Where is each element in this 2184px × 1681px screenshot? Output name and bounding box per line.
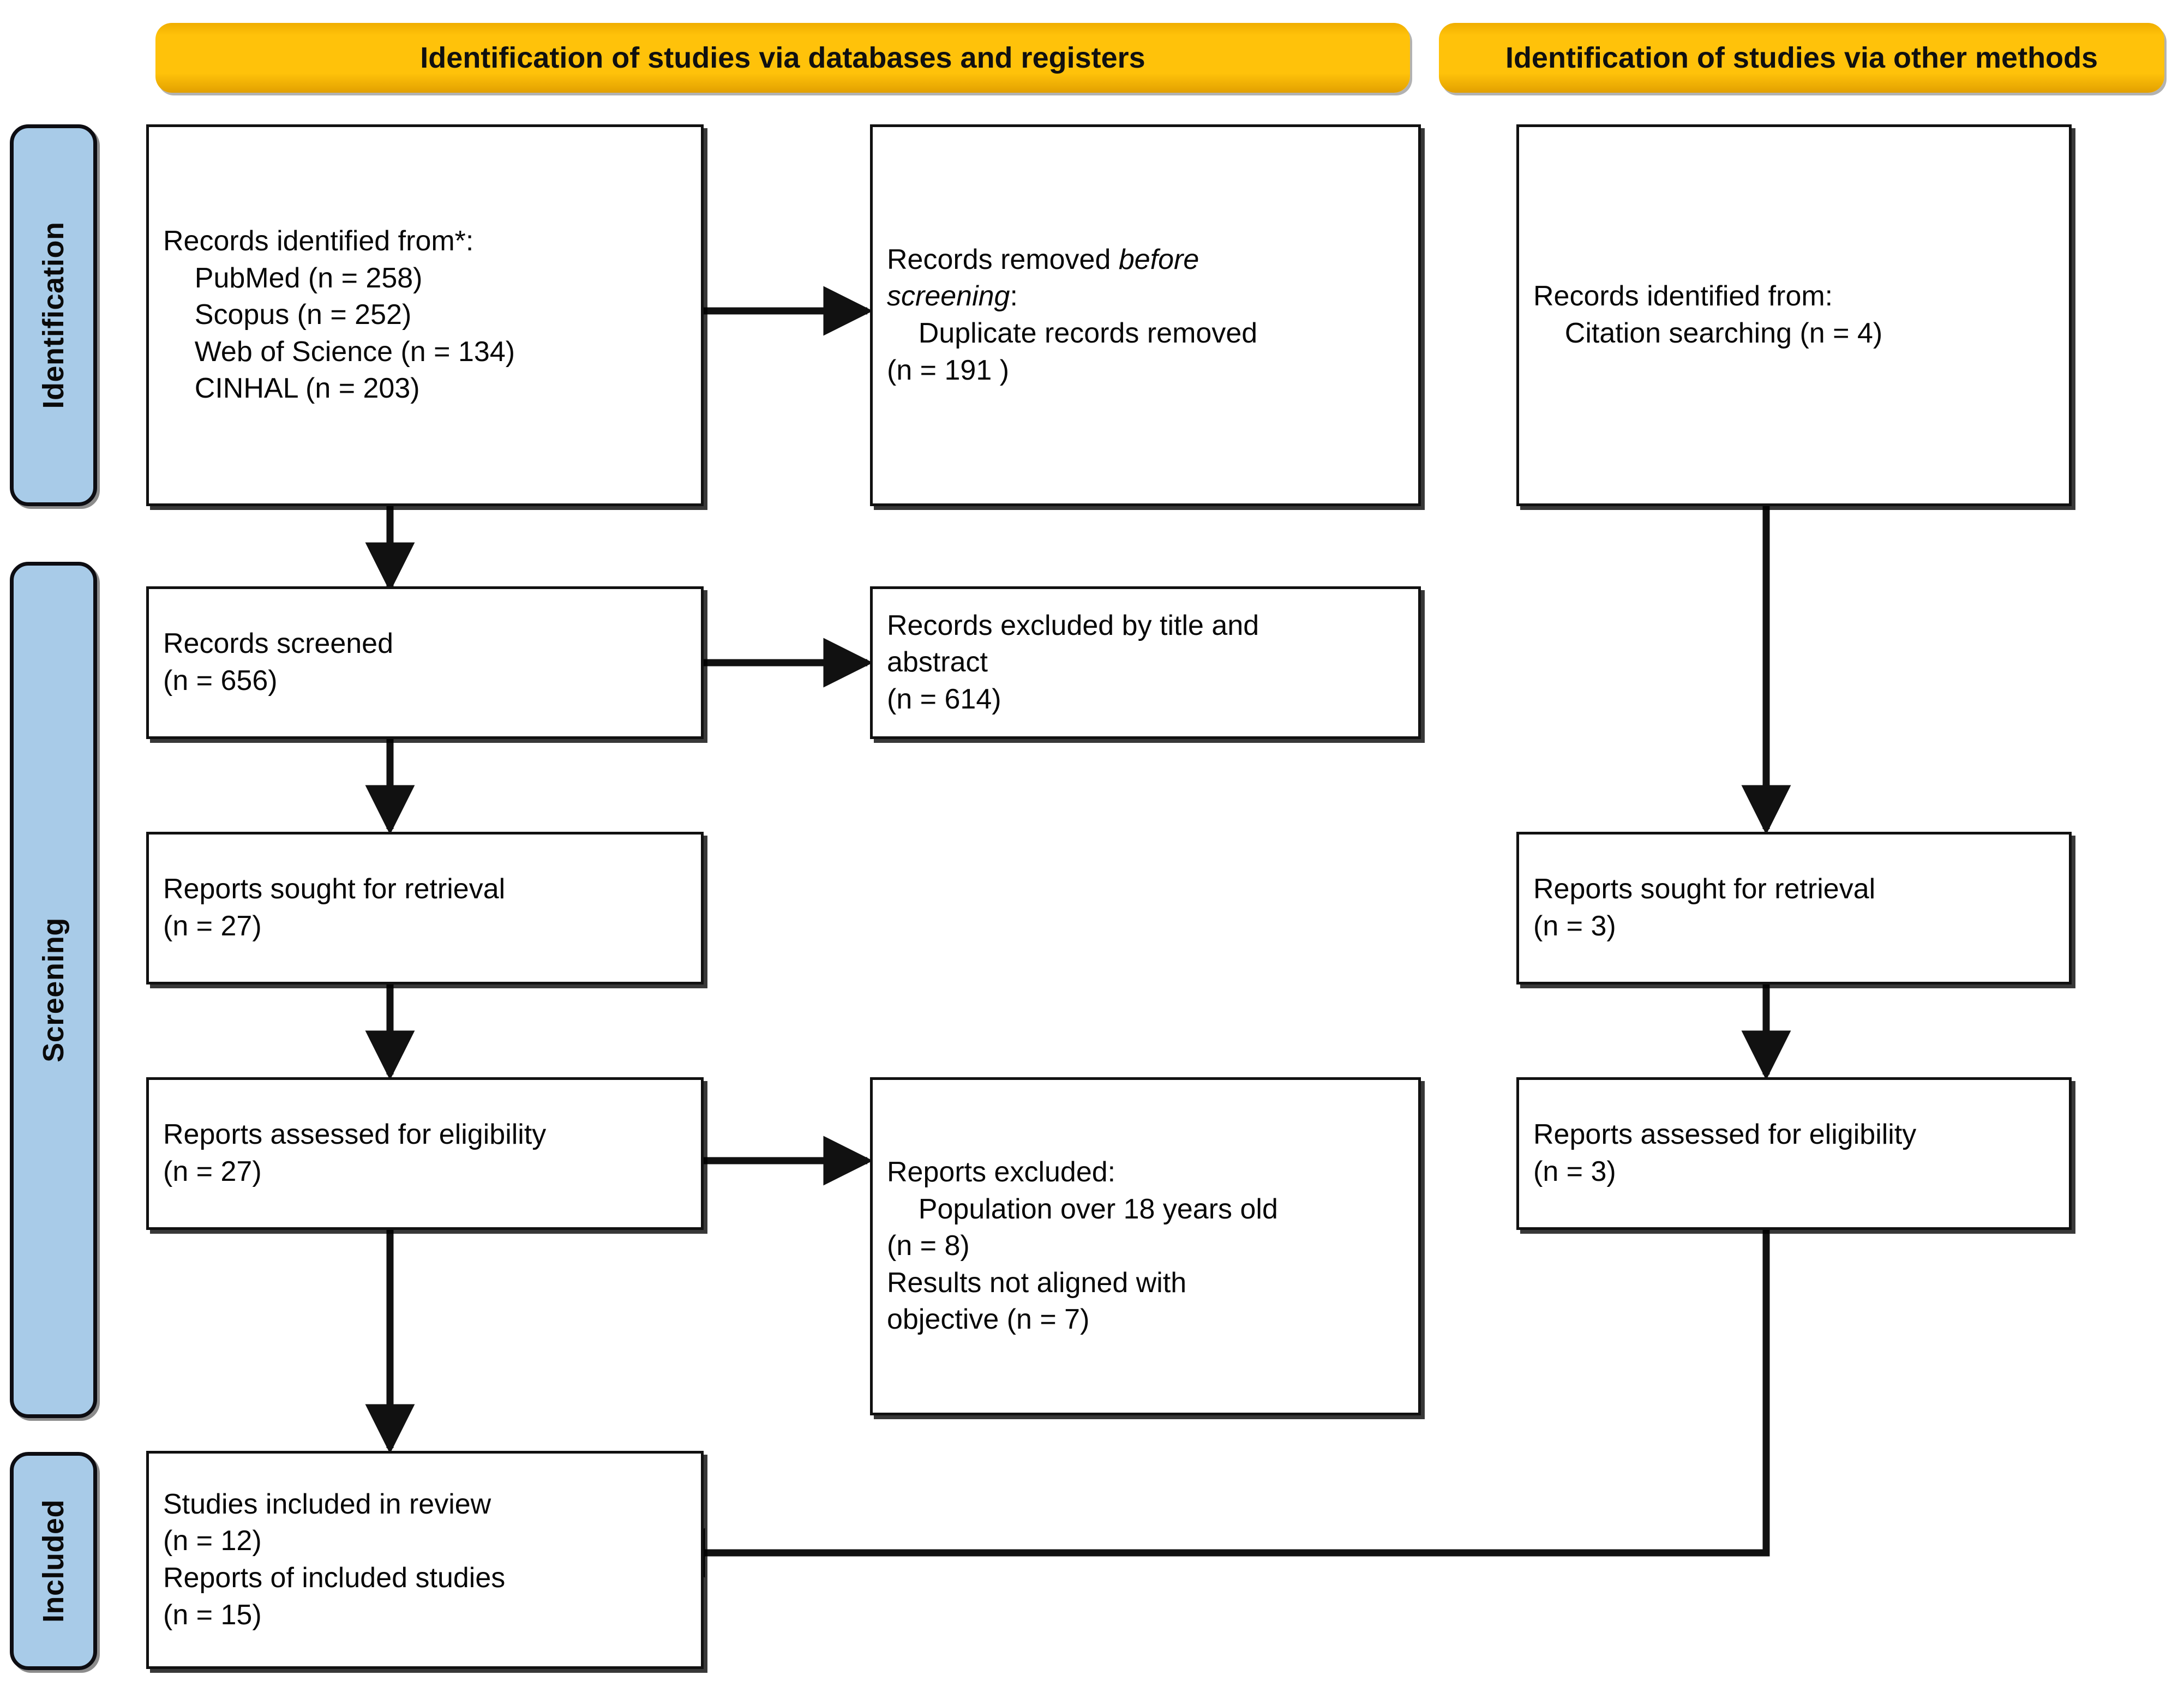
studies-included-line-0: Studies included in review — [163, 1488, 491, 1520]
box-studies-included: Studies included in review (n = 12) Repo… — [146, 1451, 704, 1669]
records-removed-screening-italic: screening — [887, 280, 1010, 313]
records-identified-line-4: CINHAL (n = 203) — [163, 373, 420, 405]
records-identified-line-1: PubMed (n = 258) — [163, 262, 423, 294]
records-removed-prefix: Records removed — [887, 243, 1119, 275]
box-reports-sought-other-text: Reports sought for retrieval (n = 3) — [1519, 871, 2069, 945]
box-records-removed: Records removed before screening: Duplic… — [870, 124, 1421, 506]
records-removed-line-0: Records removed before — [887, 242, 1404, 279]
stage-label-included: Included — [37, 1499, 70, 1623]
records-identified-line-3: Web of Science (n = 134) — [163, 335, 515, 368]
box-records-identified-other: Records identified from: Citation search… — [1516, 124, 2072, 506]
stage-label-identification: Identification — [37, 221, 70, 409]
records-excluded-line-1: abstract — [887, 646, 988, 679]
banner-other-methods: Identification of studies via other meth… — [1439, 23, 2164, 93]
box-reports-sought-text: Reports sought for retrieval (n = 27) — [149, 871, 701, 945]
reports-excluded-line-1: Population over 18 years old — [887, 1193, 1278, 1225]
records-screened-line-0: Records screened — [163, 628, 393, 660]
box-reports-sought-other: Reports sought for retrieval (n = 3) — [1516, 832, 2072, 984]
banner-databases-registers: Identification of studies via databases … — [155, 23, 1410, 93]
box-records-identified: Records identified from*: PubMed (n = 25… — [146, 124, 704, 506]
box-records-removed-text: Records removed before screening: Duplic… — [873, 242, 1418, 389]
box-records-excluded-text: Records excluded by title and abstract (… — [873, 608, 1418, 718]
box-reports-assessed-other: Reports assessed for eligibility (n = 3) — [1516, 1077, 2072, 1230]
box-reports-assessed-text: Reports assessed for eligibility (n = 27… — [149, 1116, 701, 1190]
studies-included-line-1: (n = 12) — [163, 1525, 262, 1557]
reports-assessed-other-line-1: (n = 3) — [1533, 1156, 1616, 1187]
records-identified-other-line-0: Records identified from: — [1533, 280, 1833, 313]
box-records-screened: Records screened (n = 656) — [146, 586, 704, 739]
records-identified-line-2: Scopus (n = 252) — [163, 299, 412, 331]
records-removed-line-2: Duplicate records removed — [887, 317, 1258, 349]
reports-excluded-line-4: objective (n = 7) — [887, 1304, 1090, 1336]
records-removed-colon: : — [1010, 280, 1018, 313]
records-removed-line-1: screening: — [887, 278, 1404, 315]
box-records-identified-text: Records identified from*: PubMed (n = 25… — [149, 223, 701, 407]
records-identified-other-line-1: Citation searching (n = 4) — [1533, 317, 1883, 349]
reports-sought-other-line-0: Reports sought for retrieval — [1533, 873, 1876, 905]
box-reports-assessed: Reports assessed for eligibility (n = 27… — [146, 1077, 704, 1230]
reports-excluded-line-3: Results not aligned with — [887, 1266, 1187, 1299]
box-reports-sought: Reports sought for retrieval (n = 27) — [146, 832, 704, 984]
box-studies-included-text: Studies included in review (n = 12) Repo… — [149, 1486, 701, 1634]
records-screened-line-1: (n = 656) — [163, 665, 278, 697]
banner-other-methods-label: Identification of studies via other meth… — [1505, 41, 2098, 74]
stage-bar-identification: Identification — [10, 124, 97, 506]
reports-sought-line-0: Reports sought for retrieval — [163, 873, 506, 905]
stage-label-screening: Screening — [37, 917, 70, 1062]
reports-assessed-line-1: (n = 27) — [163, 1156, 262, 1187]
records-identified-line-0: Records identified from*: — [163, 225, 474, 257]
reports-excluded-line-0: Reports excluded: — [887, 1156, 1116, 1188]
records-excluded-line-0: Records excluded by title and — [887, 609, 1259, 641]
reports-sought-line-1: (n = 27) — [163, 910, 262, 942]
box-records-excluded: Records excluded by title and abstract (… — [870, 586, 1421, 739]
box-records-identified-other-text: Records identified from: Citation search… — [1519, 278, 2069, 352]
box-reports-assessed-other-text: Reports assessed for eligibility (n = 3) — [1519, 1116, 2069, 1190]
reports-sought-other-line-1: (n = 3) — [1533, 910, 1616, 942]
box-records-screened-text: Records screened (n = 656) — [149, 626, 701, 699]
reports-assessed-other-line-0: Reports assessed for eligibility — [1533, 1119, 1917, 1151]
studies-included-line-3: (n = 15) — [163, 1599, 262, 1631]
reports-excluded-line-2: (n = 8) — [887, 1230, 970, 1262]
box-reports-excluded-text: Reports excluded: Population over 18 yea… — [873, 1154, 1418, 1338]
stage-bar-screening: Screening — [10, 562, 97, 1418]
records-removed-before-italic: before — [1118, 243, 1199, 275]
box-reports-excluded: Reports excluded: Population over 18 yea… — [870, 1077, 1421, 1415]
records-removed-line-3: (n = 191 ) — [887, 354, 1010, 386]
banner-databases-label: Identification of studies via databases … — [420, 41, 1145, 74]
stage-bar-included: Included — [10, 1452, 97, 1670]
studies-included-line-2: Reports of included studies — [163, 1562, 506, 1594]
records-excluded-line-2: (n = 614) — [887, 683, 1001, 715]
reports-assessed-line-0: Reports assessed for eligibility — [163, 1119, 547, 1151]
